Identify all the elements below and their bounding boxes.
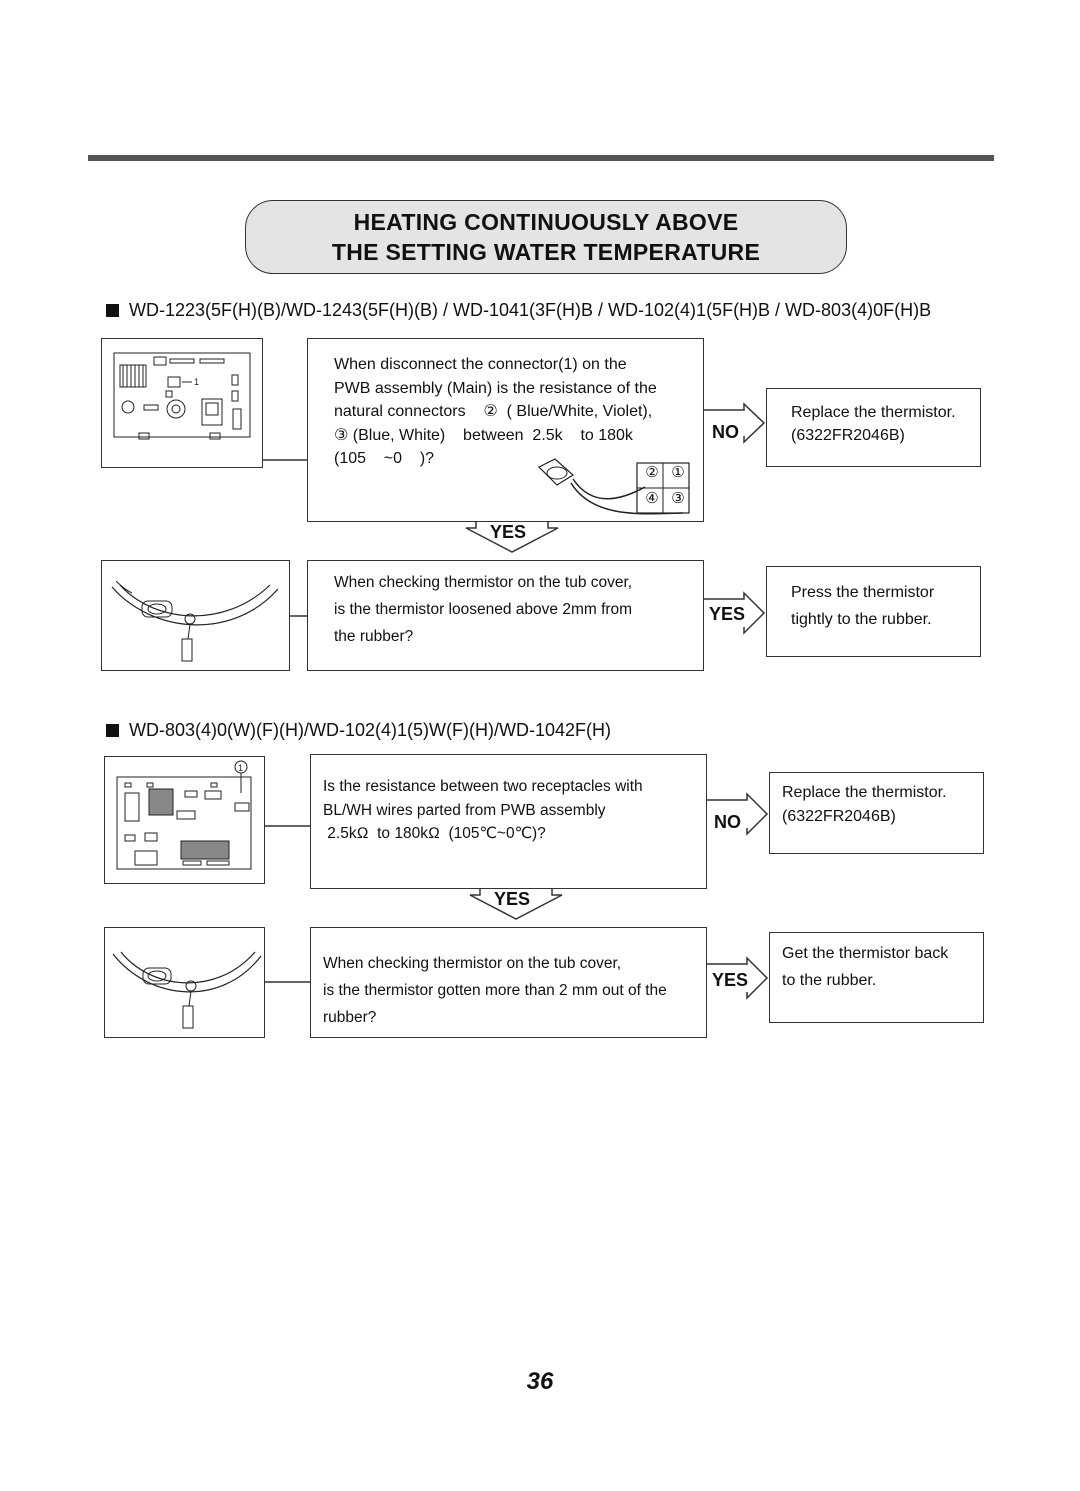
section2-heading-text: WD-803(4)0(W)(F)(H)/WD-102(4)1(5)W(F)(H)…: [129, 720, 611, 740]
pin-label-4: ④: [645, 490, 659, 507]
question1-line-1: When disconnect the connector(1) on the: [334, 356, 627, 373]
section2-no-arrow-icon: [707, 792, 769, 836]
section1-no-arrow-icon: [704, 402, 766, 444]
section1-heading: WD-1223(5F(H)(B)/WD-1243(5F(H)(B) / WD-1…: [106, 300, 931, 321]
title-line-2: THE SETTING WATER TEMPERATURE: [331, 239, 761, 265]
section1-result1-box: Replace the thermistor. (6322FR2046B): [766, 388, 981, 467]
section1-yes-right-arrow-icon: [704, 591, 766, 635]
pin-label-3: ③: [671, 490, 685, 507]
section1-question2-box: When checking thermistor on the tub cove…: [307, 560, 704, 671]
section2-board-figure: 1: [104, 756, 265, 884]
s2-result1-line-2: (6322FR2046B): [782, 808, 896, 825]
result2-line-2: tightly to the rubber.: [791, 611, 932, 628]
result1-line-2: (6322FR2046B): [791, 427, 905, 444]
s2-result1-line-1: Replace the thermistor.: [782, 784, 947, 801]
section2-yes-right-arrow-icon: [707, 956, 769, 1000]
thermistor-tub-icon: [111, 580, 279, 662]
pin-label-2: ②: [645, 464, 659, 481]
s2-question2-line-1: When checking thermistor on the tub cove…: [323, 955, 622, 972]
board-connector-label: 1: [194, 377, 199, 387]
question1-line-5: (105 ~0 )?: [334, 450, 435, 467]
question1-line-2: PWB assembly (Main) is the resistance of…: [334, 379, 657, 397]
section1-no-label: NO: [712, 422, 739, 442]
question1-line-3: natural connectors ② ( Blue/White, Viole…: [334, 403, 653, 420]
page-title: HEATING CONTINUOUSLY ABOVE THE SETTING W…: [245, 200, 847, 274]
thermistor-tub-icon: [112, 951, 262, 1029]
s2-result2-line-1: Get the thermistor back: [782, 945, 949, 962]
question2-line-1: When checking thermistor on the tub cove…: [334, 574, 633, 591]
section2-heading: WD-803(4)0(W)(F)(H)/WD-102(4)1(5)W(F)(H)…: [106, 720, 611, 741]
section2-no-label: NO: [714, 812, 741, 832]
section2-result1-box: Replace the thermistor. (6322FR2046B): [769, 772, 984, 854]
pin-label-1: ①: [671, 464, 685, 481]
bullet-square-icon: [106, 304, 119, 317]
section1-board-figure: 1: [101, 338, 263, 468]
section2-yes-right-label: YES: [712, 970, 749, 990]
question2-line-3: the rubber?: [334, 628, 414, 645]
result1-line-1: Replace the thermistor.: [791, 404, 956, 421]
top-rule: [88, 155, 994, 161]
question1-line-4: ③ (Blue, White) between 2.5k to 180k: [334, 426, 633, 444]
section1-heading-text: WD-1223(5F(H)(B)/WD-1243(5F(H)(B) / WD-1…: [129, 300, 932, 320]
s2-question2-line-2: is the thermistor gotten more than 2 mm …: [323, 982, 667, 999]
section2-question1-box: Is the resistance between two receptacle…: [310, 754, 707, 889]
s2-question1-line-1: Is the resistance between two receptacle…: [323, 778, 643, 795]
section2-result2-box: Get the thermistor back to the rubber.: [769, 932, 984, 1023]
section1-yes-right-label: YES: [709, 604, 746, 624]
section2-question2-box: When checking thermistor on the tub cove…: [310, 927, 707, 1038]
section1-question1-box: When disconnect the connector(1) on the …: [307, 338, 704, 522]
s2-question2-line-3: rubber?: [323, 1009, 377, 1026]
s2-question1-line-2: BL/WH wires parted from PWB assembly: [323, 801, 606, 819]
page-number: 36: [526, 1368, 554, 1395]
pcb-board-icon: 1: [113, 352, 251, 440]
section2-yes-down-label: YES: [494, 889, 531, 909]
pcb-board-icon: 1: [116, 760, 252, 870]
bullet-square-icon: [106, 724, 119, 737]
section1-yes-down-arrow-icon: [465, 522, 559, 553]
result2-line-1: Press the thermistor: [791, 584, 935, 601]
section2-tub-figure: [104, 927, 265, 1038]
board-connector-label: 1: [238, 763, 243, 773]
section1-result2-box: Press the thermistor tightly to the rubb…: [766, 566, 981, 657]
section1-yes-down-label: YES: [490, 522, 527, 542]
section2-yes-down-arrow-icon: [469, 889, 563, 920]
thermistor-connector-figure: [537, 458, 690, 515]
section1-tub-figure: [101, 560, 290, 671]
s2-question1-line-3: 2.5kΩ to 180kΩ (105℃~0℃)?: [323, 825, 546, 842]
s2-result2-line-2: to the rubber.: [782, 972, 877, 989]
title-line-1: HEATING CONTINUOUSLY ABOVE: [353, 209, 739, 235]
question2-line-2: is the thermistor loosened above 2mm fro…: [334, 601, 633, 618]
